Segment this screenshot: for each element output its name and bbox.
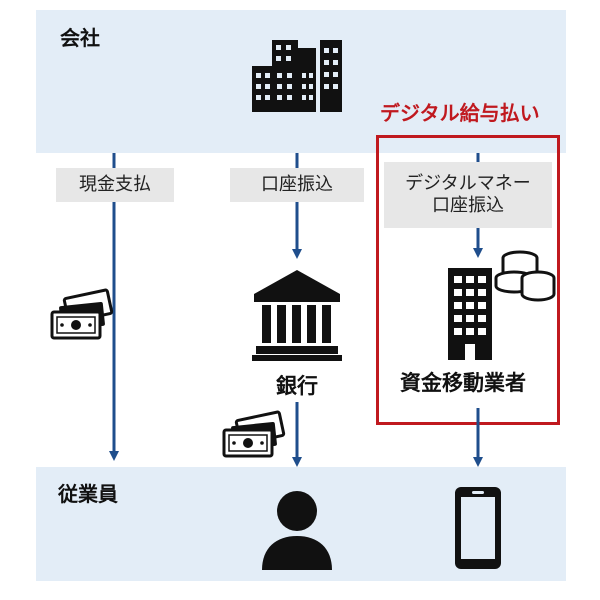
digital-money-line1: デジタルマネー bbox=[405, 172, 531, 194]
fund-transfer-provider-label: 資金移動業者 bbox=[400, 371, 526, 395]
coin-stack-icon bbox=[494, 250, 556, 302]
bank-transfer-label: 口座振込 bbox=[230, 168, 364, 202]
digital-money-transfer-label: デジタルマネー 口座振込 bbox=[384, 162, 552, 228]
person-icon bbox=[262, 491, 332, 570]
smartphone-icon bbox=[455, 487, 501, 569]
digital-money-line2: 口座振込 bbox=[432, 195, 504, 216]
company-label: 会社 bbox=[60, 26, 100, 50]
bank-label: 銀行 bbox=[276, 374, 318, 398]
digital-pay-title: デジタル給与払い bbox=[380, 101, 540, 125]
cash-payment-label: 現金支払 bbox=[56, 168, 174, 202]
cash-icon bbox=[222, 410, 286, 458]
bank-icon bbox=[252, 270, 342, 361]
building-icon bbox=[448, 268, 492, 360]
digital-pay-frame bbox=[376, 135, 560, 425]
office-buildings-icon bbox=[252, 40, 342, 112]
cash-icon bbox=[50, 288, 114, 340]
employee-label: 従業員 bbox=[58, 482, 118, 506]
